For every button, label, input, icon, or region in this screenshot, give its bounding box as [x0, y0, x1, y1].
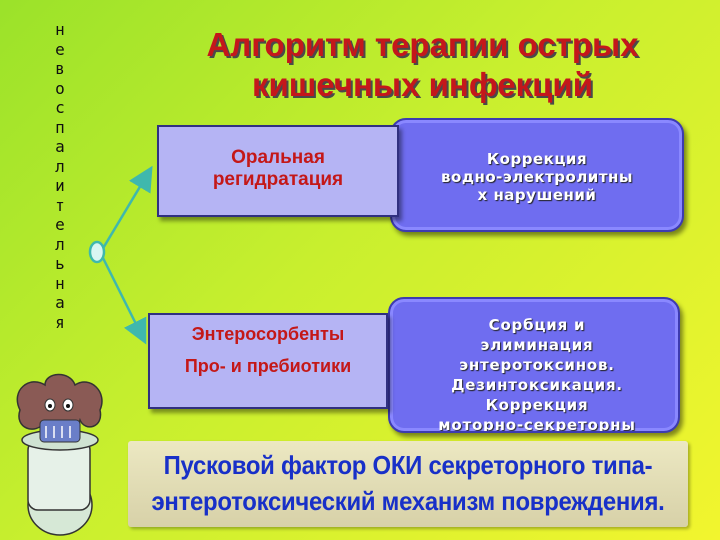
branch-node-icon	[90, 242, 104, 262]
branch-connector	[90, 170, 150, 340]
toilet-cartoon-icon	[17, 374, 102, 535]
connector-line-top	[102, 170, 150, 250]
connector-line-bottom	[102, 256, 144, 340]
